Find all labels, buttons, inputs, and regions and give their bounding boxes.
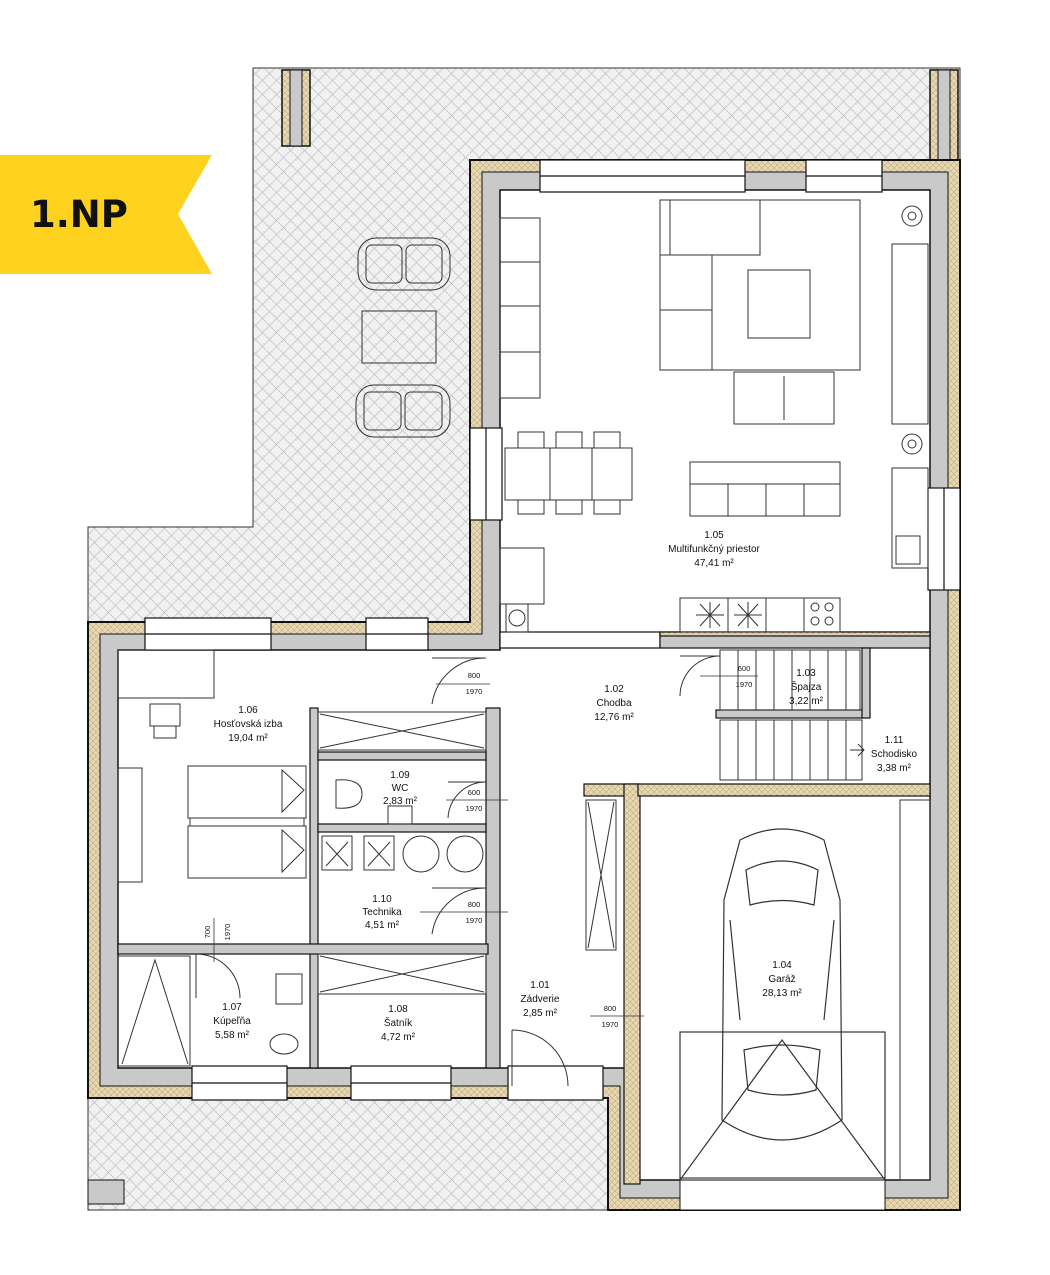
building-envelope bbox=[87, 159, 961, 1211]
guest-room-furniture bbox=[117, 649, 307, 883]
room-label-1-09: 1.09 WC 2,83 m² bbox=[383, 770, 418, 807]
door-label: 800 1970 bbox=[590, 1004, 644, 1029]
room-number: 1.10 bbox=[372, 894, 392, 905]
room-name: Schodisko bbox=[871, 749, 918, 760]
room-area: 2,83 m² bbox=[383, 796, 418, 807]
room-number: 1.07 bbox=[222, 1002, 242, 1013]
room-name: WC bbox=[392, 783, 409, 794]
door-label: 800 1970 bbox=[436, 671, 490, 696]
door-width: 600 bbox=[468, 788, 481, 797]
room-label-1-10: 1.10 Technika 4,51 m² bbox=[362, 894, 402, 931]
room-name: Zádverie bbox=[521, 994, 560, 1005]
door-swings bbox=[195, 655, 721, 1087]
room-label-1-06: 1.06 Hosťovská izba 19,04 m² bbox=[214, 705, 283, 744]
room-area: 2,85 m² bbox=[523, 1008, 558, 1019]
room-label-1-11: 1.11 Schodisko 3,38 m² bbox=[871, 735, 918, 774]
room-area: 28,13 m² bbox=[762, 988, 802, 999]
room-name: Kúpeľňa bbox=[213, 1016, 251, 1027]
room-number: 1.08 bbox=[388, 1004, 408, 1015]
living-room-furniture bbox=[499, 199, 929, 633]
door-label: 800 1970 bbox=[420, 900, 508, 925]
staircase bbox=[719, 649, 865, 781]
door-label: 600 1970 bbox=[446, 788, 508, 813]
door-label: 700 1970 bbox=[203, 918, 232, 962]
room-name: Technika bbox=[362, 907, 402, 918]
floor-badge-label: 1.NP bbox=[30, 193, 128, 236]
terrace-furniture bbox=[355, 237, 451, 438]
floor-badge-ribbon bbox=[0, 155, 212, 274]
room-number: 1.03 bbox=[796, 668, 816, 679]
room-area: 12,76 m² bbox=[594, 712, 634, 723]
door-width: 800 bbox=[468, 900, 481, 909]
door-height: 1970 bbox=[466, 804, 483, 813]
room-name: Multifunkčný priestor bbox=[668, 544, 760, 555]
floor-badge: 1.NP bbox=[0, 155, 212, 274]
door-width: 700 bbox=[203, 926, 212, 939]
room-area: 19,04 m² bbox=[228, 733, 268, 744]
garage-opening bbox=[679, 1177, 886, 1211]
room-label-1-03: 1.03 Špajza 3,22 m² bbox=[789, 668, 824, 707]
door-width: 800 bbox=[604, 1004, 617, 1013]
room-label-1-07: 1.07 Kúpeľňa 5,58 m² bbox=[213, 1002, 251, 1041]
room-name: Chodba bbox=[596, 698, 631, 709]
room-name: Šatník bbox=[384, 1016, 413, 1029]
room-labels: 1.01 Zádverie 2,85 m² 1.02 Chodba 12,76 … bbox=[213, 530, 917, 1043]
room-number: 1.01 bbox=[530, 980, 550, 991]
interior-walls bbox=[117, 631, 931, 1185]
room-label-1-04: 1.04 Garáž 28,13 m² bbox=[762, 960, 802, 999]
door-height: 1970 bbox=[466, 916, 483, 925]
door-width: 800 bbox=[468, 671, 481, 680]
room-area: 4,72 m² bbox=[381, 1032, 416, 1043]
room-number: 1.04 bbox=[772, 960, 792, 971]
room-number: 1.02 bbox=[604, 684, 624, 695]
room-label-1-05: 1.05 Multifunkčný priestor 47,41 m² bbox=[668, 530, 760, 569]
room-number: 1.06 bbox=[238, 705, 258, 716]
room-name: Hosťovská izba bbox=[214, 719, 283, 730]
room-area: 5,58 m² bbox=[215, 1030, 250, 1041]
room-area: 4,51 m² bbox=[365, 920, 400, 931]
room-label-1-02: 1.02 Chodba 12,76 m² bbox=[594, 684, 634, 723]
door-label: 600 1970 bbox=[700, 664, 758, 689]
room-number: 1.11 bbox=[885, 735, 904, 746]
room-area: 3,38 m² bbox=[877, 763, 912, 774]
service-fixtures bbox=[117, 711, 931, 1181]
door-height: 1970 bbox=[602, 1020, 619, 1029]
room-label-1-08: 1.08 Šatník 4,72 m² bbox=[381, 1004, 416, 1043]
room-name: Špajza bbox=[791, 680, 822, 693]
door-labels: 800 1970 600 1970 600 1970 800 1970 700 … bbox=[203, 664, 758, 1029]
door-width: 600 bbox=[738, 664, 751, 673]
door-height: 1970 bbox=[466, 687, 483, 696]
room-number: 1.05 bbox=[704, 530, 724, 541]
room-number: 1.09 bbox=[390, 770, 410, 781]
room-area: 47,41 m² bbox=[694, 558, 734, 569]
door-height: 1970 bbox=[223, 924, 232, 941]
windows bbox=[144, 159, 961, 1101]
door-height: 1970 bbox=[736, 680, 753, 689]
car-symbol bbox=[679, 828, 886, 1181]
room-label-1-01: 1.01 Zádverie 2,85 m² bbox=[521, 980, 560, 1019]
room-area: 3,22 m² bbox=[789, 696, 824, 707]
room-name: Garáž bbox=[768, 974, 795, 985]
